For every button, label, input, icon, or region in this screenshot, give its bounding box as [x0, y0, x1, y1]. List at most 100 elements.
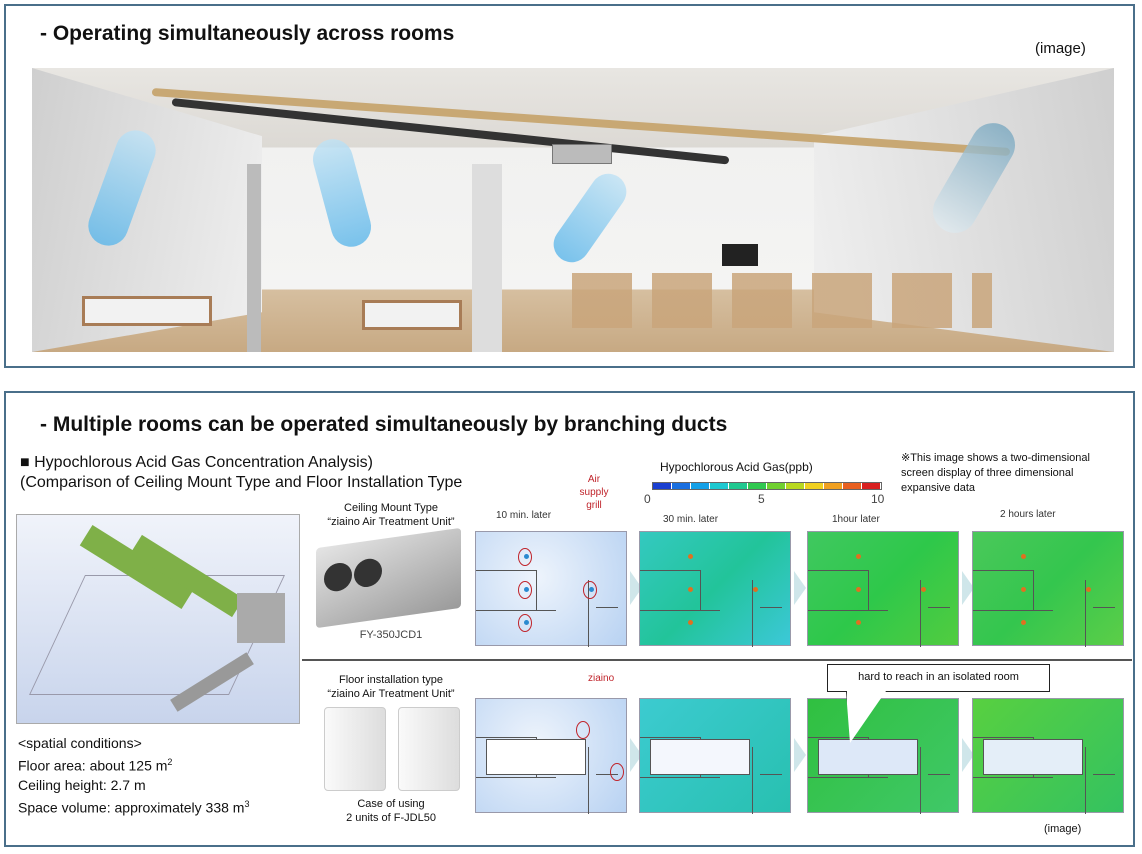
- floor-unit-case: Case of using 2 units of F-JDL50: [306, 797, 476, 825]
- volume-text: Space volume: approximately 338 m: [18, 799, 245, 816]
- next-step-arrow-icon: [794, 738, 806, 772]
- concentration-map: [475, 531, 627, 647]
- ceiling-unit-label: Ceiling Mount Type “ziaino Air Treatment…: [306, 501, 476, 529]
- bottom-panel: - Multiple rooms can be operated simulta…: [4, 391, 1135, 847]
- air-supply-grill: [856, 554, 861, 559]
- color-swatch: [824, 483, 843, 489]
- isolated-room: [650, 739, 750, 775]
- floor-area: Floor area: about 125 m2: [18, 753, 249, 776]
- label: 2 units of F-JDL50: [346, 812, 436, 824]
- concentration-map: [972, 531, 1124, 647]
- color-swatch: [729, 483, 748, 489]
- color-swatch: [748, 483, 767, 489]
- sup: 2: [167, 757, 173, 767]
- next-step-arrow-icon: [962, 571, 974, 605]
- color-scale-bar: [652, 482, 882, 490]
- color-swatch: [767, 483, 786, 489]
- concentration-map: [807, 531, 959, 647]
- highlight-ring: [518, 548, 532, 566]
- air-supply-grill: [688, 587, 693, 592]
- label: Ceiling Mount Type: [344, 502, 438, 514]
- air-supply-label: Air supply grill: [579, 474, 609, 511]
- time-label: 1hour later: [832, 514, 880, 525]
- analysis-title: ■ Hypochlorous Acid Gas Concentration An…: [20, 453, 462, 493]
- analysis-title-line: ■ Hypochlorous Acid Gas Concentration An…: [20, 454, 373, 471]
- ziaino-label: ziaino: [588, 673, 615, 684]
- sup: 3: [244, 798, 250, 809]
- label: Floor installation type: [339, 674, 443, 686]
- floor-area-text: Floor area: about 125 m: [18, 757, 168, 774]
- analysis-title-line: (Comparison of Ceiling Mount Type and Fl…: [20, 474, 463, 491]
- label: “ziaino Air Treatment Unit”: [327, 688, 455, 700]
- highlight-ring: [518, 614, 532, 632]
- room-illustration: [32, 68, 1114, 352]
- bed: [82, 296, 212, 326]
- highlight-ring: [583, 581, 597, 599]
- air-supply-grill: [856, 620, 861, 625]
- color-swatch: [862, 483, 881, 489]
- image-note: (image): [1044, 823, 1082, 835]
- isolated-room: [818, 739, 918, 775]
- color-swatch: [805, 483, 824, 489]
- color-swatch: [672, 483, 691, 489]
- airflow-arrow: [308, 134, 376, 252]
- time-label: 2 hours later: [1000, 509, 1056, 520]
- air-supply-grill: [753, 587, 758, 592]
- air-supply-grill: [1021, 587, 1026, 592]
- air-supply-grill: [921, 587, 926, 592]
- next-step-arrow-icon: [962, 738, 974, 772]
- color-swatch: [653, 483, 672, 489]
- ceiling-unit: [552, 144, 612, 164]
- floor-unit-label: Floor installation type “ziaino Air Trea…: [306, 673, 476, 701]
- air-supply-grill: [688, 554, 693, 559]
- highlight-ring: [576, 721, 590, 739]
- air-supply-grill: [688, 620, 693, 625]
- next-step-arrow-icon: [794, 571, 806, 605]
- air-supply-grill: [1086, 587, 1091, 592]
- color-swatch: [786, 483, 805, 489]
- spatial-conditions: <spatial conditions> Floor area: about 1…: [18, 734, 249, 817]
- callout-box: hard to reach in an isolated room: [827, 664, 1050, 692]
- air-supply-grill: [856, 587, 861, 592]
- color-swatch: [710, 483, 729, 489]
- time-label: 10 min. later: [496, 510, 552, 521]
- legend-tick: 0: [644, 492, 651, 506]
- highlight-ring: [518, 581, 532, 599]
- air-supply-grill: [1021, 620, 1026, 625]
- concentration-map: [639, 531, 791, 647]
- concentration-map: [475, 698, 627, 814]
- tv: [722, 244, 758, 266]
- floor-unit-image: [398, 707, 460, 791]
- ceiling-height: Ceiling height: 2.7 m: [18, 776, 146, 793]
- concentration-map: [972, 698, 1124, 814]
- legend-title: Hypochlorous Acid Gas(ppb): [660, 460, 813, 474]
- divider: [302, 659, 1132, 661]
- concentration-map: [639, 698, 791, 814]
- isolated-room: [486, 739, 586, 775]
- bottom-title: - Multiple rooms can be operated simulta…: [40, 413, 728, 436]
- airflow-arrow: [546, 166, 634, 270]
- top-title: - Operating simultaneously across rooms: [40, 22, 455, 45]
- tables: [572, 273, 992, 328]
- color-swatch: [843, 483, 862, 489]
- floor-unit-image: [324, 707, 386, 791]
- image-note: (image): [1035, 40, 1086, 57]
- concentration-map: [807, 698, 959, 814]
- label: Case of using: [357, 798, 425, 810]
- ceiling-unit-image: [316, 527, 461, 629]
- isolated-room: [983, 739, 1083, 775]
- time-label: 30 min. later: [663, 514, 719, 525]
- ceiling-unit-model: FY-350JCD1: [359, 629, 423, 641]
- space-volume: Space volume: approximately 338 m3: [18, 795, 249, 818]
- air-supply-grill: [1021, 554, 1026, 559]
- legend-tick: 5: [758, 492, 765, 506]
- bed: [362, 300, 462, 330]
- color-swatch: [691, 483, 710, 489]
- legend-tick: 10: [871, 492, 885, 506]
- 3d-model-image: [16, 514, 300, 724]
- top-panel: - Operating simultaneously across rooms …: [4, 4, 1135, 368]
- label: “ziaino Air Treatment Unit”: [327, 516, 455, 528]
- note: ※This image shows a two-dimensional scre…: [901, 452, 1090, 494]
- highlight-ring: [610, 763, 624, 781]
- spatial-heading: <spatial conditions>: [18, 735, 142, 751]
